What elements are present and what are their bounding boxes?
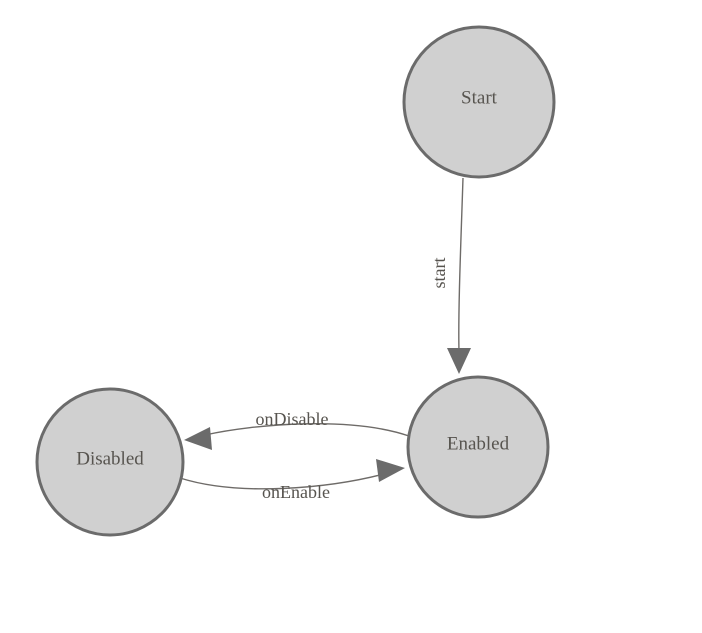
edge-path-start	[458, 177, 464, 353]
node-circle-disabled	[35, 387, 185, 537]
node-label-enabled: Enabled	[447, 433, 510, 454]
edge-label-start: start	[429, 258, 449, 289]
edge-start-to-enabled[interactable]: start	[429, 177, 471, 374]
node-circle-start	[402, 25, 556, 179]
node-enabled[interactable]: Enabled	[406, 375, 550, 519]
edge-label-ondisable: onDisable	[256, 409, 329, 429]
node-disabled[interactable]: Disabled	[35, 387, 185, 537]
arrowhead-start	[447, 348, 471, 374]
edge-path-ondisable	[204, 423, 410, 437]
node-circle-enabled	[406, 375, 550, 519]
edge-disabled-to-enabled[interactable]: onEnable	[179, 459, 405, 502]
edge-path-onenable	[179, 473, 385, 490]
arrowhead-ondisable	[184, 427, 212, 450]
node-label-start: Start	[461, 87, 498, 108]
node-start[interactable]: Start	[402, 25, 556, 179]
arrowhead-onenable	[376, 459, 405, 482]
edge-label-onenable: onEnable	[262, 482, 330, 502]
node-label-disabled: Disabled	[76, 448, 144, 469]
edge-enabled-to-disabled[interactable]: onDisable	[184, 409, 410, 450]
